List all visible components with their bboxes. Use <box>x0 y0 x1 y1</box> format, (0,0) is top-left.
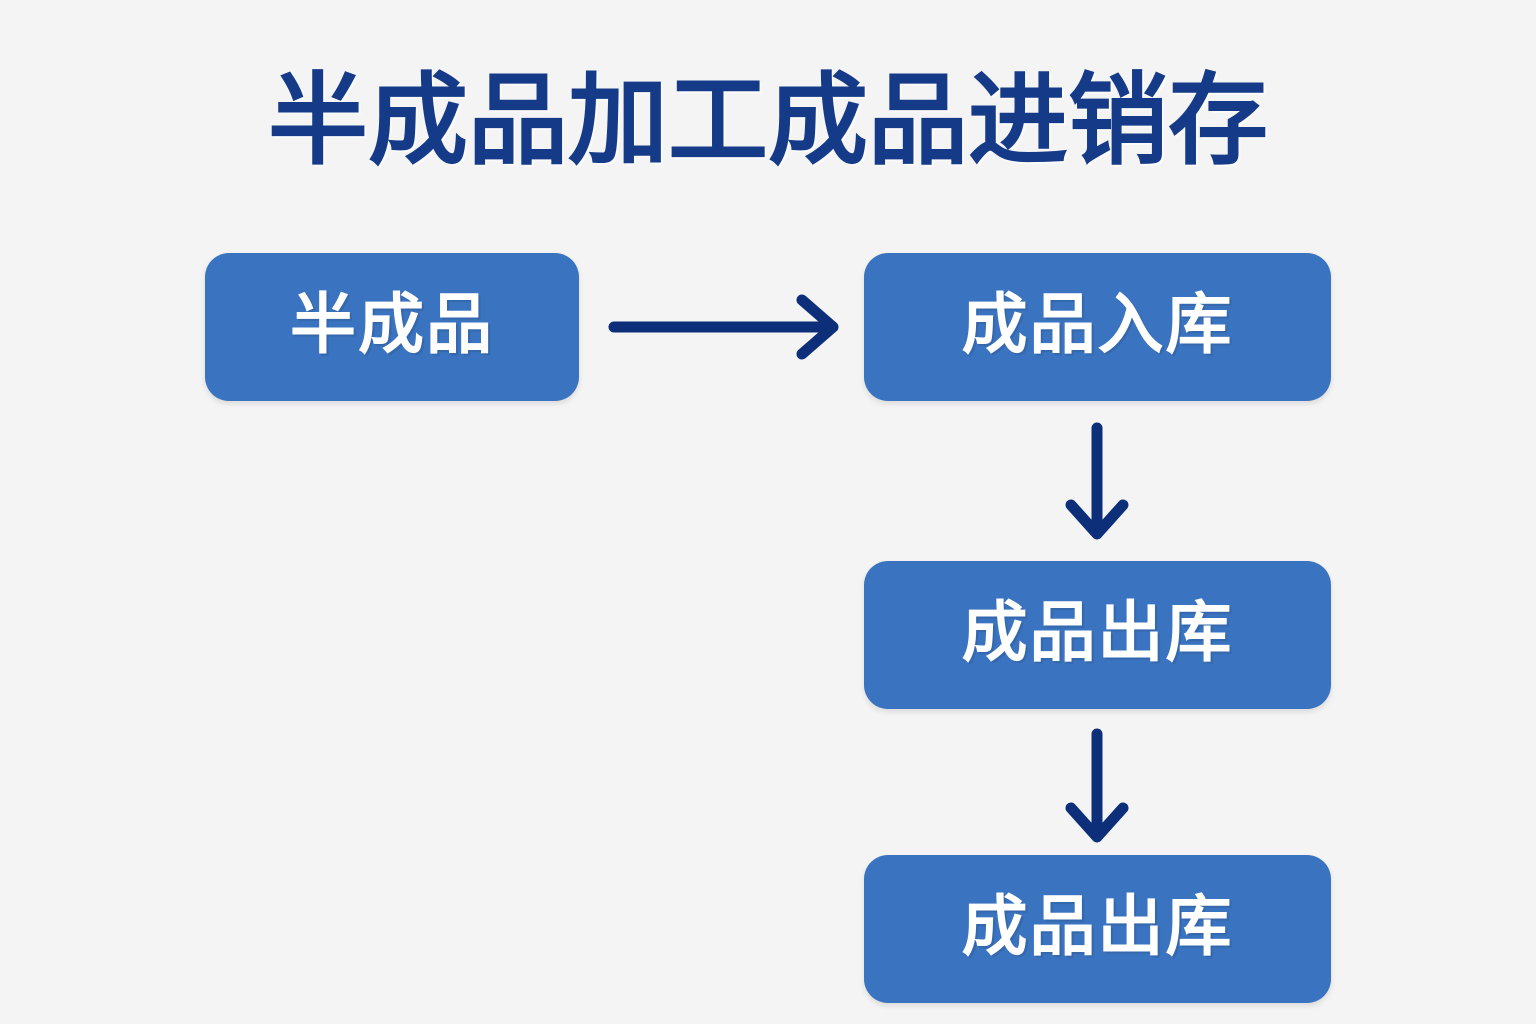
node-label: 半成品 <box>290 286 494 363</box>
node-semi-finished[interactable]: 半成品 <box>205 253 579 401</box>
node-finished-out-2[interactable]: 成品出库 <box>864 855 1331 1003</box>
node-finished-out-1[interactable]: 成品出库 <box>864 561 1331 709</box>
page-title: 半成品加工成品进销存 <box>268 62 1268 179</box>
node-finished-in[interactable]: 成品入库 <box>864 253 1331 401</box>
arrow-down-icon <box>1062 726 1132 848</box>
node-label: 成品出库 <box>961 888 1234 965</box>
arrow-right-icon <box>606 292 846 362</box>
node-label: 成品出库 <box>961 594 1234 671</box>
arrow-down-icon <box>1062 420 1132 545</box>
node-label: 成品入库 <box>961 286 1234 363</box>
